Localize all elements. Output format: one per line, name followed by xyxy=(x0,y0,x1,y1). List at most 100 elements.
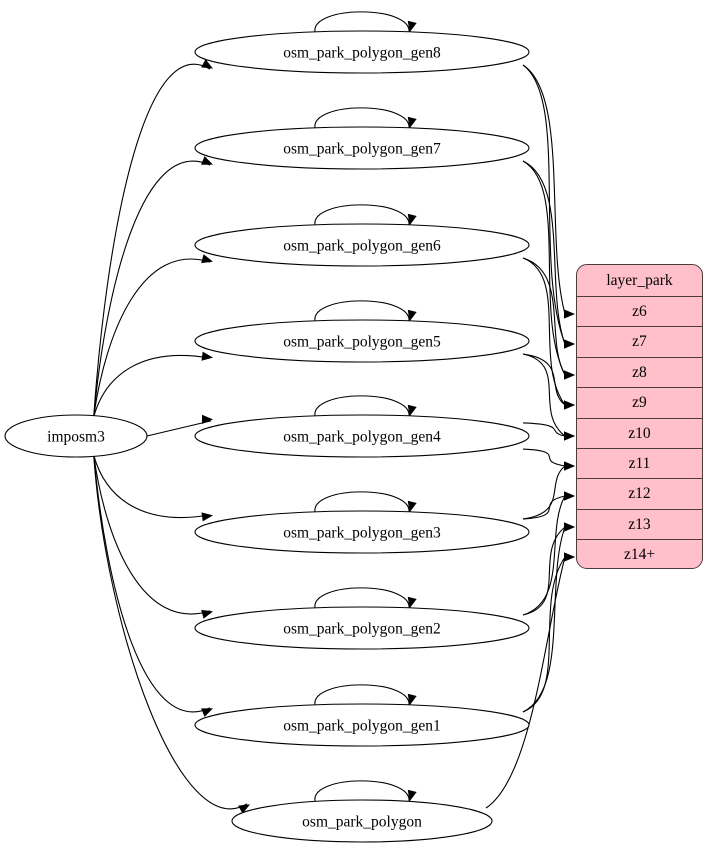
arrowhead-into-node-0 xyxy=(201,59,213,69)
table-row-z12[interactable]: z12 xyxy=(577,479,702,510)
edge-node7-to-z13 xyxy=(522,526,566,713)
edge-node3-to-z10 xyxy=(522,353,566,437)
node-osm-park-polygon-gen4-shape xyxy=(194,414,530,458)
node-osm-park-polygon-shape xyxy=(231,799,493,843)
node-osm-park-polygon-gen1-label: osm_park_polygon_gen1 xyxy=(283,718,441,735)
arrowhead-into-node-1 xyxy=(201,156,213,165)
arrowhead-self-loop-8 xyxy=(407,789,417,802)
edge-node3-to-z9 xyxy=(522,353,566,406)
table-row-z13[interactable]: z13 xyxy=(577,510,702,541)
node-osm-park-polygon-gen1[interactable]: osm_park_polygon_gen1 xyxy=(194,703,530,747)
table-row-z11[interactable]: z11 xyxy=(577,449,702,480)
arrowhead-into-z9-from-node3 xyxy=(564,400,575,410)
self-loop-6 xyxy=(314,587,410,610)
node-osm-park-polygon-gen4[interactable]: osm_park_polygon_gen4 xyxy=(194,414,530,458)
arrowhead-into-z14+-from-node8 xyxy=(564,552,575,562)
table-row-z7[interactable]: z7 xyxy=(577,327,702,358)
arrowhead-self-loop-4 xyxy=(407,404,417,417)
arrowhead-into-node-4 xyxy=(202,414,213,424)
arrowhead-into-node-2 xyxy=(201,254,213,264)
arrowhead-self-loop-7 xyxy=(407,693,417,706)
arrowhead-self-loop-5 xyxy=(407,500,417,513)
node-osm-park-polygon-gen5-shape xyxy=(194,319,530,363)
arrowhead-self-loop-3 xyxy=(407,309,417,322)
node-osm-park-polygon-gen2[interactable]: osm_park_polygon_gen2 xyxy=(194,606,530,650)
edge-node0-to-z6 xyxy=(522,64,566,315)
table-row-z6[interactable]: z6 xyxy=(577,297,702,328)
node-imposm3-label: imposm3 xyxy=(47,429,105,446)
arrowhead-into-node-6 xyxy=(201,609,213,619)
node-osm-park-polygon-gen3[interactable]: osm_park_polygon_gen3 xyxy=(194,510,530,554)
table-node-layer-park[interactable]: layer_park z6 z7 z8 z9 z10 z11 z12 z13 z… xyxy=(576,264,703,569)
edge-imposm3-to-node-2 xyxy=(93,258,211,417)
edge-node8-to-z14+ xyxy=(485,556,566,809)
node-osm-park-polygon-gen2-label: osm_park_polygon_gen2 xyxy=(283,621,441,638)
arrowhead-into-z10-from-node4 xyxy=(564,431,575,441)
arrowhead-into-z12-from-node6 xyxy=(564,491,575,501)
node-osm-park-polygon-gen6[interactable]: osm_park_polygon_gen6 xyxy=(194,223,530,267)
self-loop-4 xyxy=(314,395,410,418)
edge-node7-to-z14+ xyxy=(522,556,566,713)
arrowhead-into-z8-from-node2 xyxy=(564,370,575,380)
arrowhead-into-node-5 xyxy=(201,512,213,522)
edge-imposm3-to-node-6 xyxy=(93,455,211,615)
table-row-z8[interactable]: z8 xyxy=(577,358,702,389)
node-osm-park-polygon-gen7[interactable]: osm_park_polygon_gen7 xyxy=(194,126,530,170)
self-loop-2 xyxy=(314,204,410,227)
edge-imposm3-to-node-7 xyxy=(93,455,211,713)
self-loop-7 xyxy=(314,684,410,707)
arrowhead-self-loop-2 xyxy=(407,213,417,226)
arrowhead-into-node-3 xyxy=(201,351,213,361)
node-osm-park-polygon-gen6-shape xyxy=(194,223,530,267)
edge-imposm3-to-node-0 xyxy=(93,63,211,417)
arrowhead-into-z11-from-node5 xyxy=(564,461,575,471)
edge-node0-to-z7 xyxy=(522,64,566,345)
edge-node6-to-z12 xyxy=(522,495,566,616)
self-loop-1 xyxy=(314,107,410,130)
arrowhead-self-loop-1 xyxy=(407,116,417,129)
node-osm-park-polygon-gen2-shape xyxy=(194,606,530,650)
edge-imposm3-to-node-4 xyxy=(146,420,212,437)
arrowhead-self-loop-6 xyxy=(407,596,417,609)
arrowhead-into-z6-from-node0 xyxy=(564,309,575,319)
self-loop-0 xyxy=(314,11,410,34)
node-osm-park-polygon-gen8-label: osm_park_polygon_gen8 xyxy=(283,45,441,62)
edge-imposm3-to-node-8 xyxy=(93,455,248,810)
table-header-layer-park: layer_park xyxy=(577,265,702,297)
arrowhead-into-z7-from-node1 xyxy=(564,339,575,349)
node-osm-park-polygon-gen8[interactable]: osm_park_polygon_gen8 xyxy=(194,30,530,74)
arrowhead-into-node-7 xyxy=(201,708,213,717)
node-osm-park-polygon-gen3-shape xyxy=(194,510,530,554)
table-row-z9[interactable]: z9 xyxy=(577,388,702,419)
edge-node6-to-z13 xyxy=(522,526,566,616)
table-row-z10[interactable]: z10 xyxy=(577,419,702,449)
node-osm-park-polygon-label: osm_park_polygon xyxy=(302,814,422,831)
edge-node5-to-z11 xyxy=(522,465,566,520)
self-loop-8 xyxy=(314,780,410,803)
edge-node5-to-z12 xyxy=(522,495,566,520)
edge-node1-to-z7 xyxy=(522,160,566,345)
node-osm-park-polygon-gen8-shape xyxy=(194,30,530,74)
node-osm-park-polygon-gen7-shape xyxy=(194,126,530,170)
node-osm-park-polygon-gen1-shape xyxy=(194,703,530,747)
edge-node4-to-z11 xyxy=(522,448,566,467)
self-loop-3 xyxy=(314,300,410,323)
node-osm-park-polygon-gen4-label: osm_park_polygon_gen4 xyxy=(283,429,441,446)
node-osm-park-polygon-gen3-label: osm_park_polygon_gen3 xyxy=(283,525,441,542)
node-imposm3[interactable]: imposm3 xyxy=(4,414,148,458)
edge-node1-to-z8 xyxy=(522,160,566,376)
node-osm-park-polygon-gen5-label: osm_park_polygon_gen5 xyxy=(283,334,441,351)
edge-node4-to-z10 xyxy=(522,422,566,437)
table-row-z14p[interactable]: z14+ xyxy=(623,546,656,564)
edge-node2-to-z8 xyxy=(522,257,566,376)
node-osm-park-polygon-gen6-label: osm_park_polygon_gen6 xyxy=(283,238,441,255)
node-osm-park-polygon[interactable]: osm_park_polygon xyxy=(231,799,493,843)
arrowhead-into-z13-from-node7 xyxy=(564,522,575,532)
node-osm-park-polygon-gen5[interactable]: osm_park_polygon_gen5 xyxy=(194,319,530,363)
arrowhead-self-loop-0 xyxy=(407,20,417,33)
edge-imposm3-to-node-5 xyxy=(93,455,211,519)
node-imposm3-shape xyxy=(4,414,148,458)
